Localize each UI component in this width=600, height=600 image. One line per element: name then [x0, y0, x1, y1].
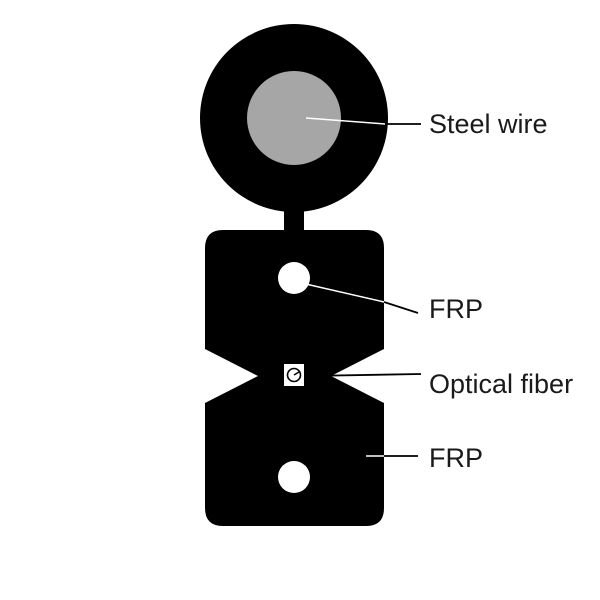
frp-rod-bottom — [278, 461, 310, 493]
optical-fiber-core — [286, 367, 302, 383]
label-frp-top: FRP — [429, 294, 483, 324]
optical-fiber-core-mark — [293, 371, 300, 376]
label-frp-bottom: FRP — [429, 443, 483, 473]
label-steel-wire: Steel wire — [429, 109, 548, 139]
leader-line-frp-top — [383, 301, 419, 314]
leader-line-optical-fiber — [305, 373, 422, 377]
label-optical-fiber: Optical fiber — [429, 369, 574, 399]
neck-web — [284, 206, 304, 236]
steel-wire-core — [247, 71, 341, 165]
leader-line-steel-wire-inner — [305, 117, 386, 125]
frp-rod-top — [278, 262, 310, 294]
leader-line-frp-top-inner — [296, 281, 385, 303]
